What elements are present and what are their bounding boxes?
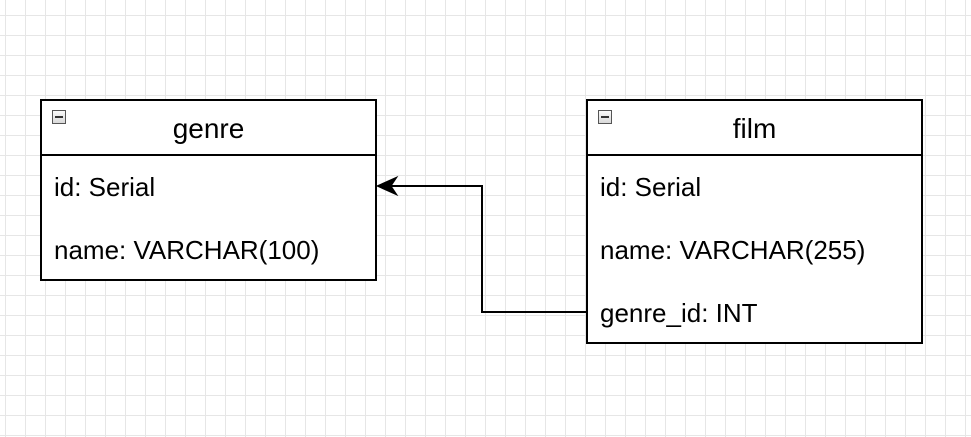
arrowhead-icon — [375, 175, 399, 197]
attribute-film-name[interactable]: name: VARCHAR(255) — [600, 235, 866, 265]
entity-genre-header[interactable]: genre — [42, 101, 375, 156]
collapse-icon[interactable] — [52, 110, 66, 124]
attribute-genre-name[interactable]: name: VARCHAR(100) — [54, 235, 320, 265]
attribute-film-id[interactable]: id: Serial — [600, 172, 702, 202]
attribute-film-genre-id[interactable]: genre_id: INT — [600, 298, 758, 328]
entity-film-title: film — [732, 113, 777, 144]
entity-genre[interactable]: genre id: Serial name: VARCHAR(100) — [40, 99, 377, 281]
collapse-icon[interactable] — [598, 110, 612, 124]
attribute-genre-id[interactable]: id: Serial — [54, 172, 156, 202]
entity-film-header[interactable]: film — [588, 101, 921, 156]
connector-line[interactable] — [386, 185, 586, 313]
entity-film[interactable]: film id: Serial name: VARCHAR(255) genre… — [586, 99, 923, 344]
entity-genre-title: genre — [172, 113, 245, 144]
